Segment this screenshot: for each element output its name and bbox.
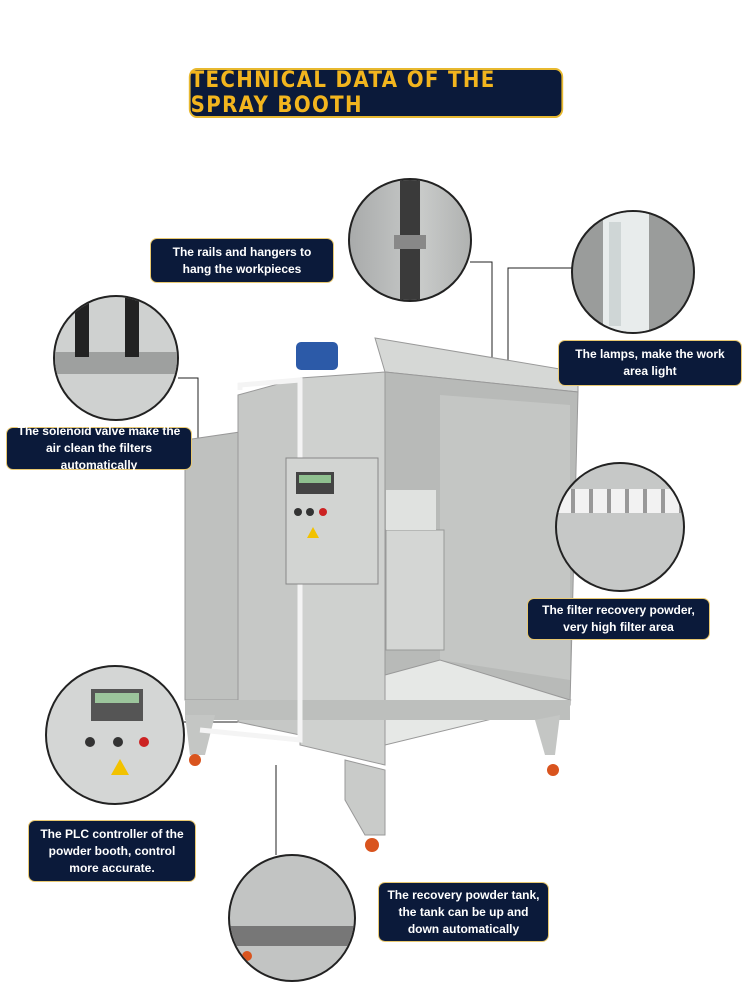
callout-recovery-tank: The recovery powder tank, the tank can b… — [378, 882, 549, 942]
filter-detail-photo — [555, 462, 685, 592]
callout-rails: The rails and hangers to hang the workpi… — [150, 238, 334, 283]
recovery-tank-detail-photo — [228, 854, 356, 982]
rails-detail-photo — [348, 178, 472, 302]
solenoid-valve-detail-photo — [53, 295, 179, 421]
callout-solenoid-valve: The solenoid valve make the air clean th… — [6, 424, 192, 472]
callout-plc-controller: The PLC controller of the powder booth, … — [28, 820, 196, 882]
wheels — [189, 754, 559, 852]
callout-lamps: The lamps, make the work area light — [558, 340, 742, 386]
plc-controller-detail-photo — [45, 665, 185, 805]
callout-filter: The filter recovery powder, very high fi… — [527, 598, 710, 640]
lamps-detail-photo — [571, 210, 695, 334]
page-title: TECHNICAL DATA OF THE SPRAY BOOTH — [188, 68, 564, 118]
